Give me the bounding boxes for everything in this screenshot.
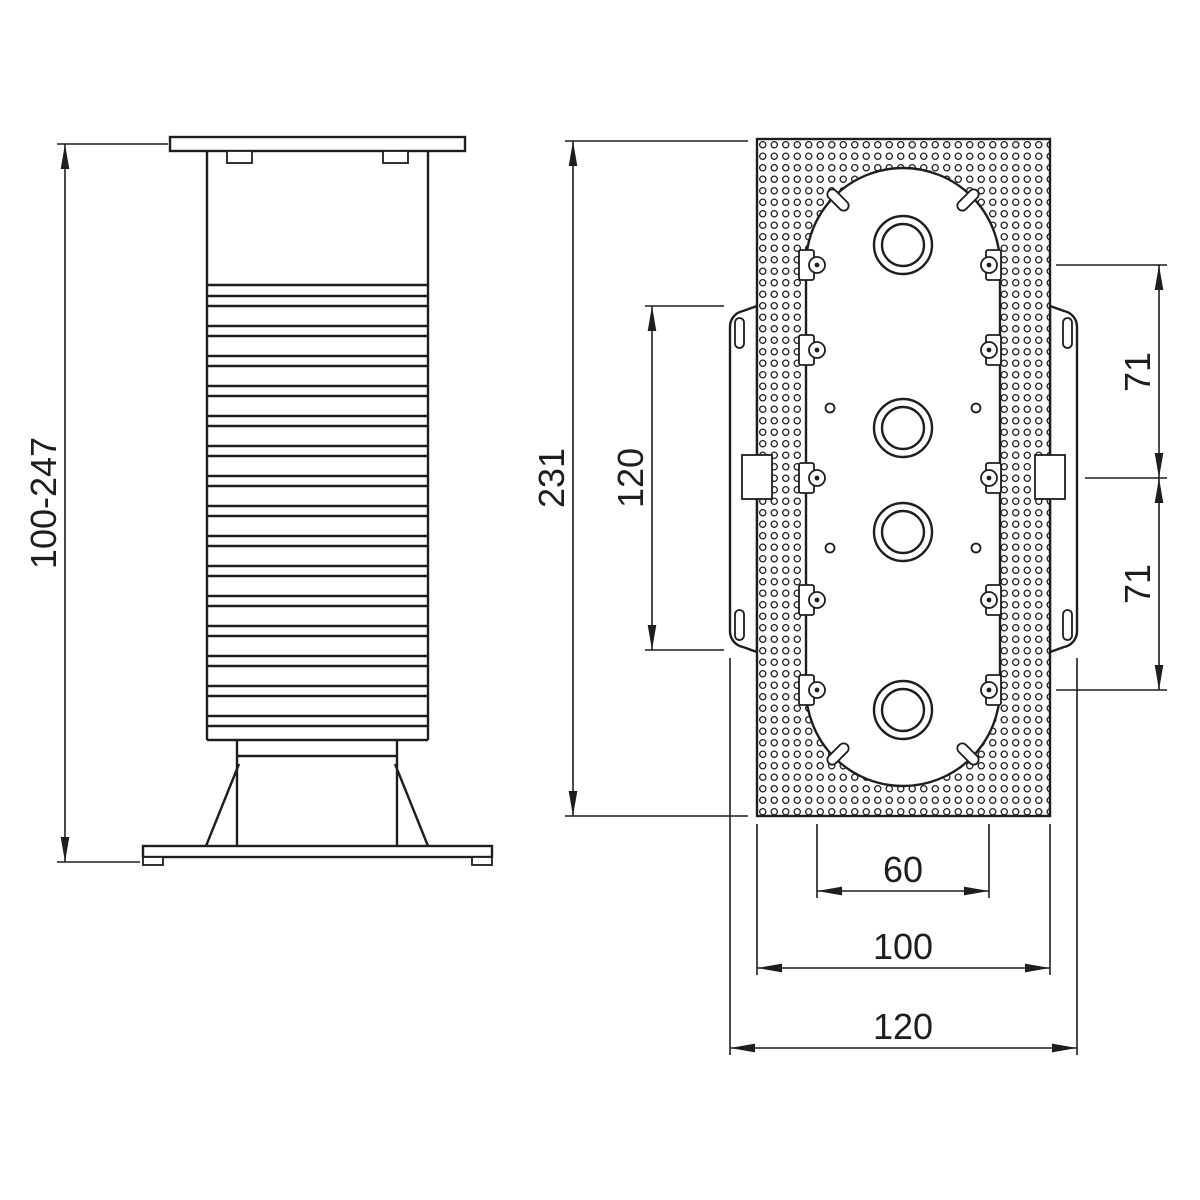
corner-slots [826, 188, 980, 766]
base-foot-right [471, 856, 493, 866]
large-hole [872, 397, 934, 459]
extension-lines [1056, 264, 1167, 479]
extension-lines [645, 305, 724, 651]
center-obround [804, 166, 1002, 788]
screw-hole-center [986, 597, 992, 603]
dim-label-hole-pitch-top: 71 [1117, 352, 1158, 392]
plate-clip-right [382, 150, 409, 164]
large-hole-inner [880, 222, 926, 268]
screw-hole-center [814, 475, 820, 481]
pin-hole [824, 402, 836, 414]
ear-slot [734, 609, 745, 641]
extension-lines [565, 140, 748, 817]
large-hole [872, 501, 934, 563]
pin-hole [824, 542, 836, 554]
corner-slot [956, 188, 980, 212]
top-view [728, 137, 1079, 818]
ear-slot [734, 317, 745, 349]
corner-slot [956, 742, 980, 766]
side-view [141, 135, 494, 866]
base-stem [204, 738, 430, 847]
dim-label-plate-length: 231 [531, 448, 572, 508]
dim-plate-length: 231 [531, 140, 748, 817]
dim-hole-span: 60 [816, 824, 990, 898]
dim-side-height: 100-247 [23, 143, 168, 863]
dim-label-hole-span: 60 [883, 849, 923, 890]
dim-hole-pitch-bottom: 71 [1056, 478, 1167, 691]
dim-slot-pitch: 120 [610, 305, 724, 651]
screw-hole-center [814, 262, 820, 268]
screw-hole-center [986, 687, 992, 693]
side-notch-right [1034, 454, 1066, 500]
large-holes [872, 214, 934, 741]
large-hole-inner [880, 687, 926, 733]
dim-plate-width: 100 [756, 824, 1051, 975]
screw-hole-center [814, 597, 820, 603]
dim-label-side-height: 100-247 [23, 437, 64, 569]
large-hole [872, 679, 934, 741]
plate-clip-left [226, 150, 253, 164]
perforation-pattern [757, 139, 1050, 816]
corner-slot [826, 742, 850, 766]
extension-lines [816, 824, 990, 898]
base-plate [141, 844, 494, 859]
base-foot-left [142, 856, 164, 866]
extension-lines [57, 143, 168, 863]
large-hole-inner [880, 509, 926, 555]
column-ribs [207, 294, 428, 728]
top-plate [168, 135, 467, 153]
screw-hole-center [814, 347, 820, 353]
extension-lines [729, 658, 1078, 1055]
screw-holes [808, 256, 998, 699]
dim-label-plate-width: 100 [873, 926, 933, 967]
corner-slot [826, 188, 850, 212]
dim-hole-pitch-top: 71 [1056, 264, 1167, 479]
dim-label-hole-pitch-bottom: 71 [1117, 564, 1158, 604]
screw-hole-center [986, 475, 992, 481]
pin-hole [970, 542, 982, 554]
large-hole-inner [880, 405, 926, 451]
side-notch-left [741, 454, 773, 500]
large-hole [872, 214, 934, 276]
dim-overall-width: 120 [729, 658, 1078, 1055]
dim-label-slot-pitch: 120 [610, 448, 651, 508]
ear-slot [1062, 609, 1073, 641]
screw-hole-center [986, 262, 992, 268]
ear-slot [1062, 317, 1073, 349]
extension-lines [756, 824, 1051, 975]
screw-hole-center [814, 687, 820, 693]
screw-hole-center [986, 347, 992, 353]
ear-slots [734, 317, 1073, 641]
pin-hole [970, 402, 982, 414]
dim-label-overall-width: 120 [873, 1006, 933, 1047]
